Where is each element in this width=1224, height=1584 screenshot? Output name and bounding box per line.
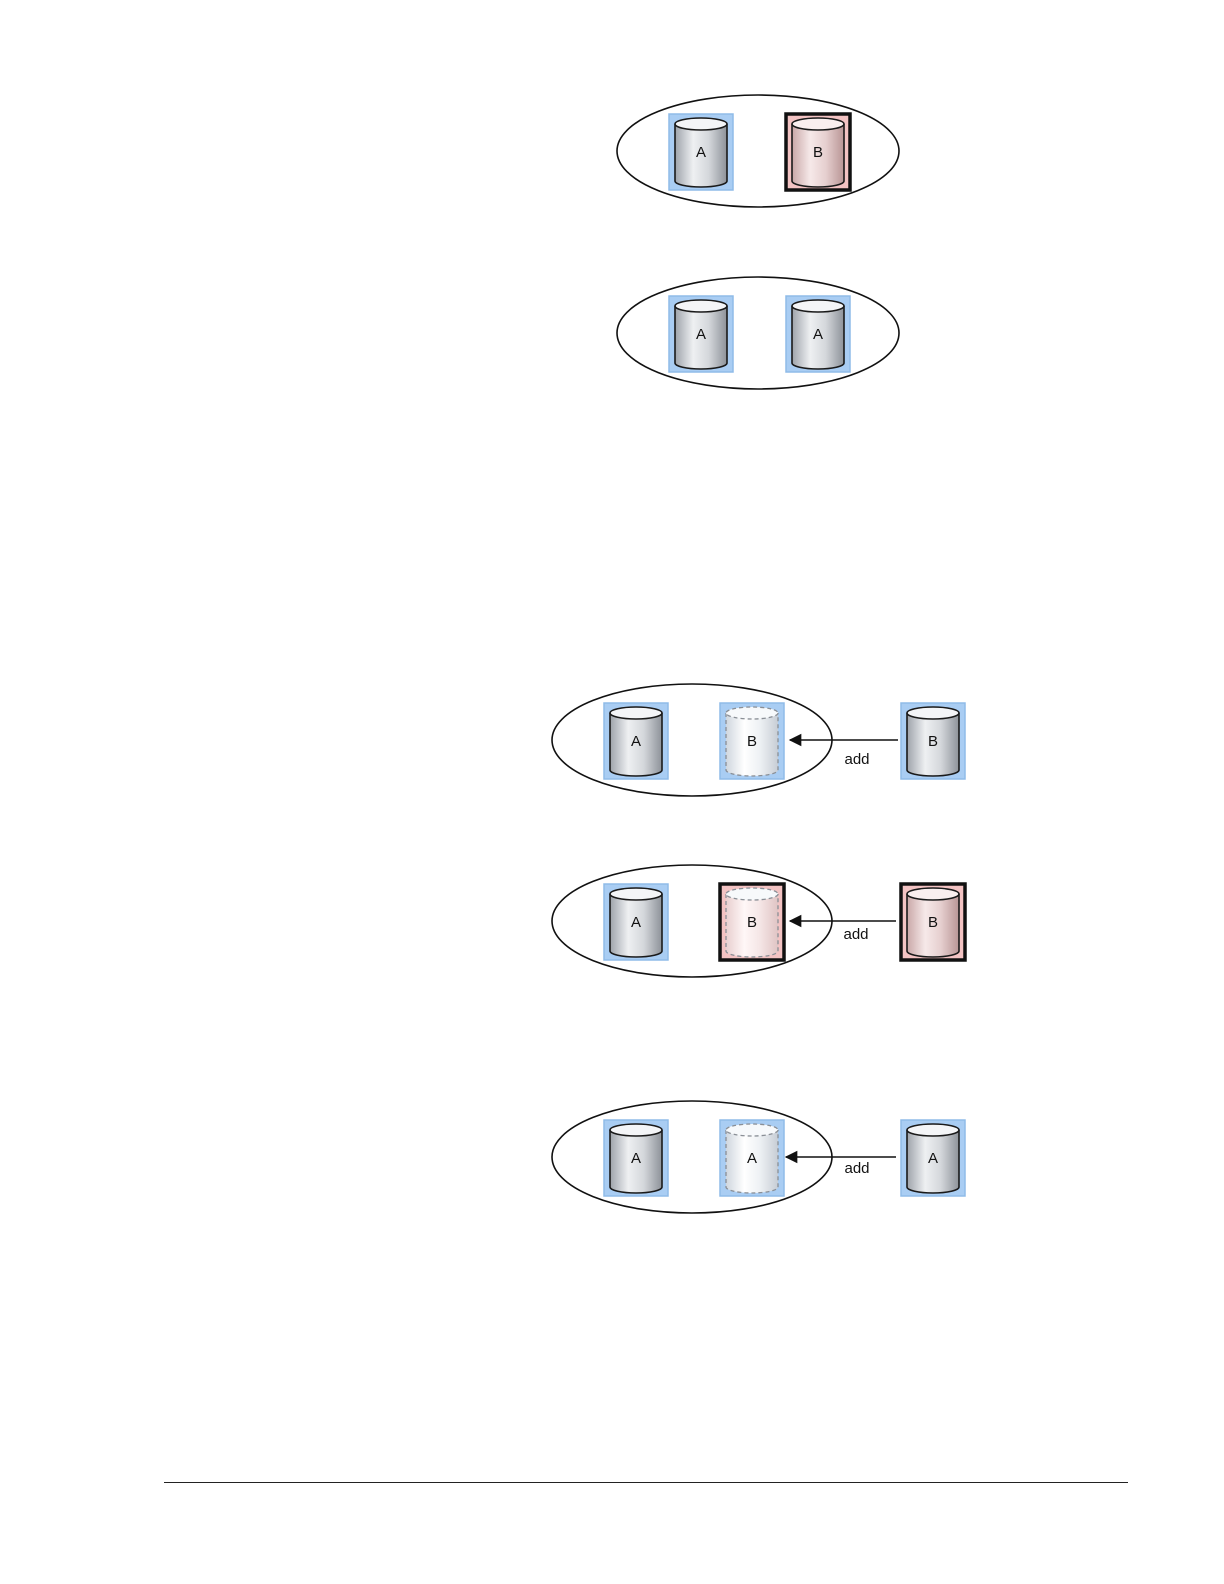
volume-label: A [747, 1150, 757, 1167]
pool-ellipse [617, 277, 899, 389]
volume: A [669, 114, 733, 190]
add-label: add [844, 751, 869, 768]
cylinder-top [792, 300, 844, 312]
volume: B [720, 703, 784, 779]
volume: A [901, 1120, 965, 1196]
volume: A [720, 1120, 784, 1196]
volume-label: B [813, 144, 823, 161]
volume-label: B [928, 914, 938, 931]
volume-label: A [631, 914, 641, 931]
volume: B [901, 884, 965, 960]
cylinder-top [726, 1124, 778, 1136]
volume: B [786, 114, 850, 190]
volume: A [786, 296, 850, 372]
volume: A [604, 703, 668, 779]
volume-label: A [813, 326, 823, 343]
cylinder-top [792, 118, 844, 130]
add-label: add [844, 1160, 869, 1177]
cylinder-top [907, 888, 959, 900]
pool-ellipse [617, 95, 899, 207]
volume-label: A [928, 1150, 938, 1167]
cylinder-top [907, 1124, 959, 1136]
cylinder-top [907, 707, 959, 719]
add-label: add [843, 926, 868, 943]
volume-label: B [747, 914, 757, 931]
cylinder-top [675, 300, 727, 312]
volume-label: B [928, 733, 938, 750]
cylinder-top [610, 707, 662, 719]
volume-label: A [631, 1150, 641, 1167]
volume-label: B [747, 733, 757, 750]
cylinder-top [726, 707, 778, 719]
footer-rule [164, 1482, 1128, 1483]
volume-label: A [696, 326, 706, 343]
volume: A [604, 1120, 668, 1196]
cylinder-top [610, 1124, 662, 1136]
volume: B [901, 703, 965, 779]
volume: A [604, 884, 668, 960]
volume-label: A [631, 733, 641, 750]
volume-label: A [696, 144, 706, 161]
volume: A [669, 296, 733, 372]
cylinder-top [610, 888, 662, 900]
cylinder-top [675, 118, 727, 130]
volume: B [720, 884, 784, 960]
cylinder-top [726, 888, 778, 900]
